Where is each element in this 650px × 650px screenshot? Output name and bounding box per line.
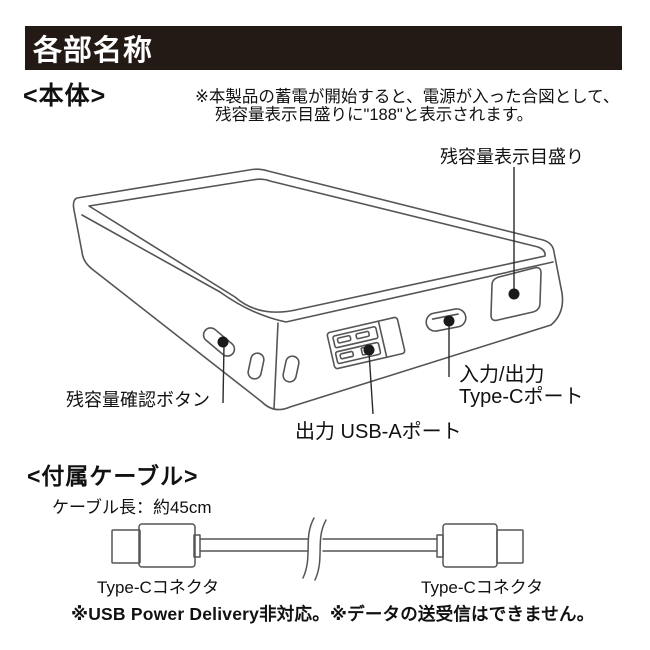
label-connector-right: Type-Cコネクタ xyxy=(421,578,544,597)
cable-left-collar xyxy=(193,534,201,558)
device-top-face-rim xyxy=(88,178,546,313)
charge-note-line2: 残容量表示目盛りに"188"と表示されます。 xyxy=(215,105,534,124)
cable-left-plug-body xyxy=(138,523,196,568)
label-connector-left: Type-Cコネクタ xyxy=(97,578,220,597)
charge-note-line1: ※本製品の蓄電が開始すると、電源が入った合図として、 xyxy=(195,88,620,106)
section-header-bar: 各部名称 xyxy=(25,26,622,70)
side-slot-right xyxy=(282,355,300,383)
device-front-top-edge xyxy=(81,214,554,323)
body-section-heading: <本体> xyxy=(23,82,107,110)
label-type-c-port-line2: Type-Cポート xyxy=(459,386,584,408)
label-type-c-port: 入力/出力 Type-Cポート xyxy=(459,364,583,408)
button-callout-dot xyxy=(217,336,229,348)
cable-left-plug-tip xyxy=(111,529,141,564)
label-type-c-port-line1: 入力/出力 xyxy=(459,364,545,386)
label-capacity-gauge: 残容量表示目盛り xyxy=(440,147,584,167)
label-usb-a-port: 出力 USB-Aポート xyxy=(295,421,462,443)
type-c-port-drawing xyxy=(425,308,467,332)
label-capacity-check-button: 残容量確認ボタン xyxy=(66,390,210,410)
cable-right-plug-tip xyxy=(496,529,524,564)
cable-length-note: ケーブル長：約45cm xyxy=(52,498,212,517)
page-title: 各部名称 xyxy=(33,35,154,67)
cable-break-mark-right xyxy=(314,519,327,581)
cable-section-heading: <付属ケーブル> xyxy=(27,463,199,489)
side-slot-left xyxy=(247,352,265,380)
cable-right-collar xyxy=(436,534,444,558)
usba-leader-line xyxy=(368,351,374,415)
device-outline xyxy=(72,168,564,411)
typec-callout-dot xyxy=(443,315,455,327)
cable-footnote: ※USB Power Delivery非対応。※データの送受信はできません。 xyxy=(71,604,595,624)
usba-callout-dot xyxy=(363,344,375,356)
device-front-left-edge xyxy=(273,322,279,410)
usb-a-port-drawing xyxy=(326,316,406,370)
cable-right-plug-body xyxy=(442,523,498,568)
battery-display-window xyxy=(490,266,542,322)
cable-break-mark-left xyxy=(302,517,315,579)
gauge-callout-dot xyxy=(508,288,520,300)
charge-note: ※本製品の蓄電が開始すると、電源が入った合図として、 残容量表示目盛りに"188… xyxy=(195,88,620,124)
button-leader-line xyxy=(222,344,225,404)
